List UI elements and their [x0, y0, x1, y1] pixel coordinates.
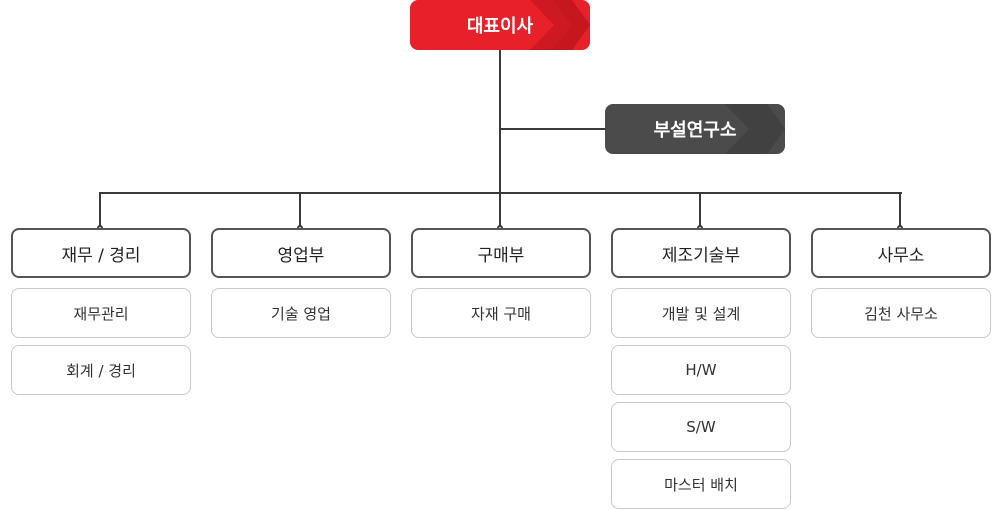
dept-connector-5	[899, 192, 901, 229]
team-master-batch: 마스터 배치	[611, 459, 791, 509]
ceo-label: 대표이사	[466, 16, 534, 37]
research-lab-label: 부설연구소	[653, 120, 737, 141]
ceo-chevron-decoration	[530, 0, 590, 50]
team-label: 기술 영업	[271, 304, 331, 323]
team-label: 김천 사무소	[864, 304, 938, 323]
department-label: 영업부	[277, 245, 325, 266]
department-horizontal-connector	[100, 192, 902, 194]
team-label: 회계 / 경리	[66, 361, 136, 380]
team-technical-sales: 기술 영업	[211, 288, 391, 338]
dept-connector-2	[299, 192, 301, 229]
team-material-purchasing: 자재 구매	[411, 288, 591, 338]
department-label: 구매부	[477, 245, 525, 266]
ceo-vertical-connector	[499, 50, 501, 229]
team-label: 자재 구매	[471, 304, 531, 323]
department-purchasing: 구매부	[411, 228, 591, 278]
team-development-design: 개발 및 설계	[611, 288, 791, 338]
department-label: 제조기술부	[661, 245, 741, 266]
ceo-box: 대표이사	[410, 0, 590, 50]
dept-connector-4	[699, 192, 701, 229]
department-manufacturing: 제조기술부	[611, 228, 791, 278]
department-label: 사무소	[877, 245, 925, 266]
department-sales: 영업부	[211, 228, 391, 278]
department-office: 사무소	[811, 228, 991, 278]
research-lab-box: 부설연구소	[605, 104, 785, 154]
team-label: 마스터 배치	[664, 475, 738, 494]
department-label: 재무 / 경리	[61, 245, 141, 266]
team-finance-management: 재무관리	[11, 288, 191, 338]
research-chevron-decoration	[725, 104, 785, 154]
team-label: S/W	[686, 418, 716, 436]
dept-connector-1	[99, 192, 101, 229]
research-branch-connector	[500, 128, 606, 130]
department-finance: 재무 / 경리	[11, 228, 191, 278]
team-software: S/W	[611, 402, 791, 452]
team-label: 개발 및 설계	[661, 304, 741, 323]
team-label: 재무관리	[73, 304, 129, 323]
team-gimcheon-office: 김천 사무소	[811, 288, 991, 338]
team-accounting: 회계 / 경리	[11, 345, 191, 395]
team-hardware: H/W	[611, 345, 791, 395]
team-label: H/W	[685, 361, 717, 379]
